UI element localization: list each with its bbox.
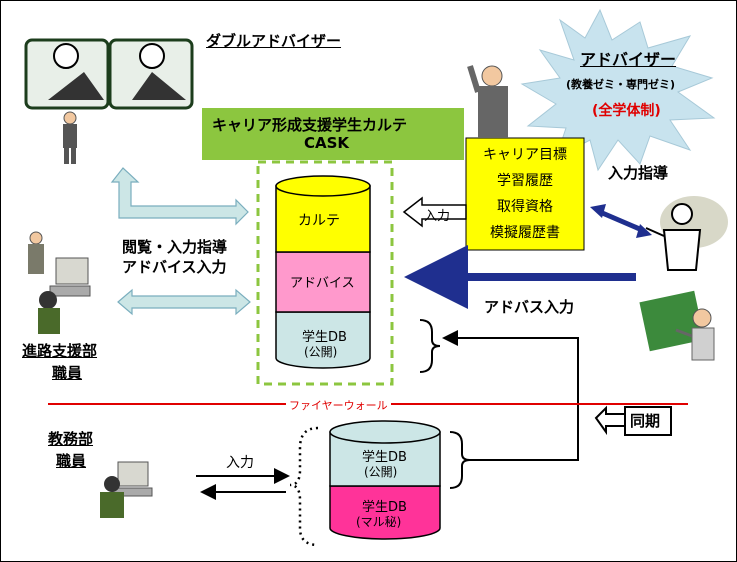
advice-label: アドバイス — [290, 276, 355, 291]
input-guidance-label: 入力指導 — [608, 164, 669, 182]
standing-person-small — [63, 111, 77, 164]
view-guidance-line2: アドバイス入力 — [122, 258, 227, 276]
cask-title-bar — [202, 108, 464, 160]
top-db-cylinder — [275, 175, 371, 369]
sync-line — [442, 330, 579, 461]
bottom-db-cylinder — [329, 420, 441, 540]
academic-staff-line1: 教務部 — [48, 430, 94, 448]
advisor-subtitle: (教養ゼミ・専門ゼミ) — [566, 78, 676, 91]
input-guidance-arrow — [590, 204, 652, 238]
bottom-db-public-line1: 学生DB — [362, 450, 407, 465]
bottom-db-brace — [449, 431, 471, 489]
bottom-input-label: 入力 — [226, 455, 254, 471]
top-db-public-line2: (公開) — [304, 345, 338, 359]
sync-label: 同期 — [630, 412, 661, 430]
career-box-text: キャリア目標 学習履歴 取得資格 模擬履歴書 — [466, 142, 584, 246]
advisor-person-illustration — [467, 65, 508, 138]
sync-label-box — [624, 406, 672, 436]
career-box — [465, 137, 585, 251]
input-arrow-label: 入力 — [424, 209, 451, 224]
presenter-illustration — [639, 290, 715, 361]
view-arrow-upper — [110, 167, 249, 226]
double-advisor-title: ダブルアドバイザー — [206, 32, 342, 50]
view-guidance-line1: 閲覧・入力指導 — [122, 238, 228, 256]
advisor-starburst — [520, 8, 716, 172]
mock-resume-item: 模擬履歴書 — [490, 225, 560, 241]
career-goal-item: キャリア目標 — [483, 147, 567, 163]
bottom-db-secret-line2: (マル秘) — [356, 515, 402, 529]
firewall-label: ファイヤーウォール — [286, 397, 391, 413]
career-support-staff-line2: 職員 — [52, 364, 83, 382]
advice-input-label: アドバス入力 — [484, 298, 575, 316]
cask-dashed-frame — [256, 160, 394, 386]
learning-history-item: 学習履歴 — [497, 173, 553, 189]
cask-title-line2: CASK — [304, 134, 350, 152]
academic-staff-line2: 職員 — [56, 452, 87, 470]
advisor-system: (全学体制) — [592, 103, 661, 119]
bottom-db-secret-line1: 学生DB — [362, 500, 407, 515]
double-advisor-illustration — [24, 38, 194, 110]
career-support-staff-line1: 進路支援部 — [22, 342, 98, 360]
qualification-item: 取得資格 — [497, 199, 553, 215]
bottom-db-public-line2: (公開) — [364, 465, 398, 479]
karte-label: カルテ — [298, 213, 340, 229]
career-support-staff-illustration — [28, 231, 91, 334]
input-hollow-arrow — [402, 196, 467, 228]
top-db-public-line1: 学生DB — [302, 330, 347, 345]
advisor-title: アドバイザー — [580, 50, 677, 69]
top-db-brace — [419, 319, 441, 373]
teacher-guidance-illustration — [645, 196, 728, 271]
view-arrow-lower — [117, 288, 251, 316]
cask-title-line1: キャリア形成支援学生カルテ — [212, 116, 408, 134]
bottom-db-dotted-bracket — [289, 426, 319, 547]
academic-staff-illustration — [100, 461, 153, 518]
